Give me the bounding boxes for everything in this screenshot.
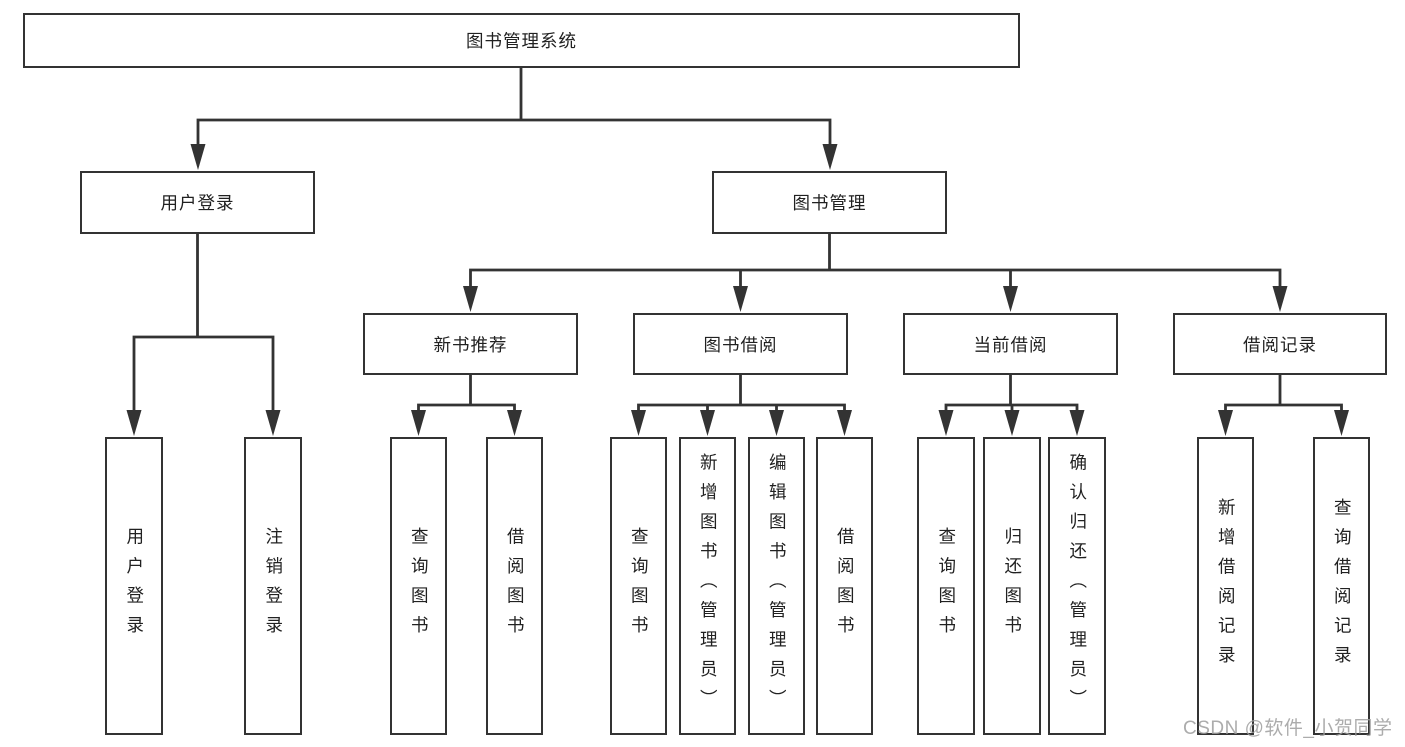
node-label: 图书借阅	[703, 334, 778, 355]
node-label: 归还图书	[1002, 527, 1023, 645]
node-label: 借阅图书	[835, 527, 856, 645]
arrowhead	[1069, 410, 1085, 436]
node-label: 注销登录	[263, 527, 284, 645]
node-label: 确认归还（管理员）	[1067, 453, 1088, 719]
node-label: 借阅图书	[505, 527, 526, 645]
leaf-confirm-return-admin: 确认归还（管理员）	[1048, 437, 1106, 735]
leaf-edit-books-admin: 编辑图书（管理员）	[748, 437, 805, 735]
arrowhead	[1004, 410, 1020, 436]
node-label: 借阅记录	[1243, 334, 1317, 355]
connector-root-to-level2	[196, 68, 832, 150]
node-label: 查询图书	[409, 527, 430, 645]
csdn-watermark: CSDN @软件_小贺同学	[1183, 718, 1393, 739]
node-label: 图书管理	[792, 193, 867, 213]
node-label: 当前借阅	[973, 334, 1048, 355]
leaf-add-books-admin: 新增图书（管理员）	[679, 437, 736, 735]
connector-book-mgmt-to-sections	[469, 234, 1282, 292]
arrowhead	[126, 410, 142, 436]
leaf-add-borrow-record: 新增借阅记录	[1197, 437, 1254, 735]
arrowhead	[411, 410, 426, 436]
leaf-search-books-current: 查询图书	[917, 437, 975, 735]
node-label: 新增图书（管理员）	[698, 453, 719, 719]
arrowhead	[463, 286, 478, 312]
connector-lines	[132, 68, 1343, 416]
leaf-logout: 注销登录	[244, 437, 302, 735]
arrowhead	[938, 410, 954, 436]
node-book-borrowing: 图书借阅	[633, 313, 848, 375]
node-borrowing-records: 借阅记录	[1173, 313, 1387, 375]
node-label: 新增借阅记录	[1216, 497, 1237, 675]
node-label: 查询图书	[629, 527, 650, 645]
node-label: 查询借阅记录	[1332, 497, 1353, 675]
leaf-user-login: 用户登录	[105, 437, 163, 735]
leaf-borrow-books: 借阅图书	[816, 437, 873, 735]
arrowhead	[190, 144, 206, 170]
leaf-search-books-borrow: 查询图书	[610, 437, 667, 735]
arrowhead	[837, 410, 852, 436]
node-label: 编辑图书（管理员）	[767, 453, 788, 719]
arrowhead	[822, 144, 838, 170]
leaf-search-books-recommend: 查询图书	[390, 437, 447, 735]
node-label: 用户登录	[124, 527, 145, 645]
connector-new-book-to-leaves	[417, 375, 516, 416]
node-book-management: 图书管理	[712, 171, 947, 234]
connector-records-to-leaves	[1224, 375, 1343, 416]
arrowhead	[507, 410, 522, 436]
node-label: 图书管理系统	[466, 31, 577, 51]
node-library-management-system: 图书管理系统	[23, 13, 1020, 68]
arrowhead	[1003, 286, 1018, 312]
node-label: 新书推荐	[433, 334, 508, 355]
arrowhead	[1218, 410, 1233, 436]
arrowhead	[1272, 286, 1288, 312]
node-label: 查询图书	[936, 527, 957, 645]
connector-user-login-to-leaves	[132, 234, 275, 416]
node-user-login: 用户登录	[80, 171, 315, 234]
arrowhead	[733, 286, 748, 312]
node-current-borrowing: 当前借阅	[903, 313, 1118, 375]
arrowhead	[700, 410, 715, 436]
connector-borrow-to-leaves	[637, 375, 846, 416]
connector-current-to-leaves	[944, 375, 1079, 416]
arrowhead	[265, 410, 281, 436]
arrowhead	[1334, 410, 1349, 436]
leaf-borrow-books-recommend: 借阅图书	[486, 437, 543, 735]
leaf-search-borrow-record: 查询借阅记录	[1313, 437, 1370, 735]
arrowhead	[631, 410, 646, 436]
node-new-book-recommendation: 新书推荐	[363, 313, 578, 375]
arrowheads	[126, 144, 1349, 436]
node-label: 用户登录	[160, 193, 235, 213]
arrowhead	[769, 410, 784, 436]
leaf-return-books: 归还图书	[983, 437, 1041, 735]
